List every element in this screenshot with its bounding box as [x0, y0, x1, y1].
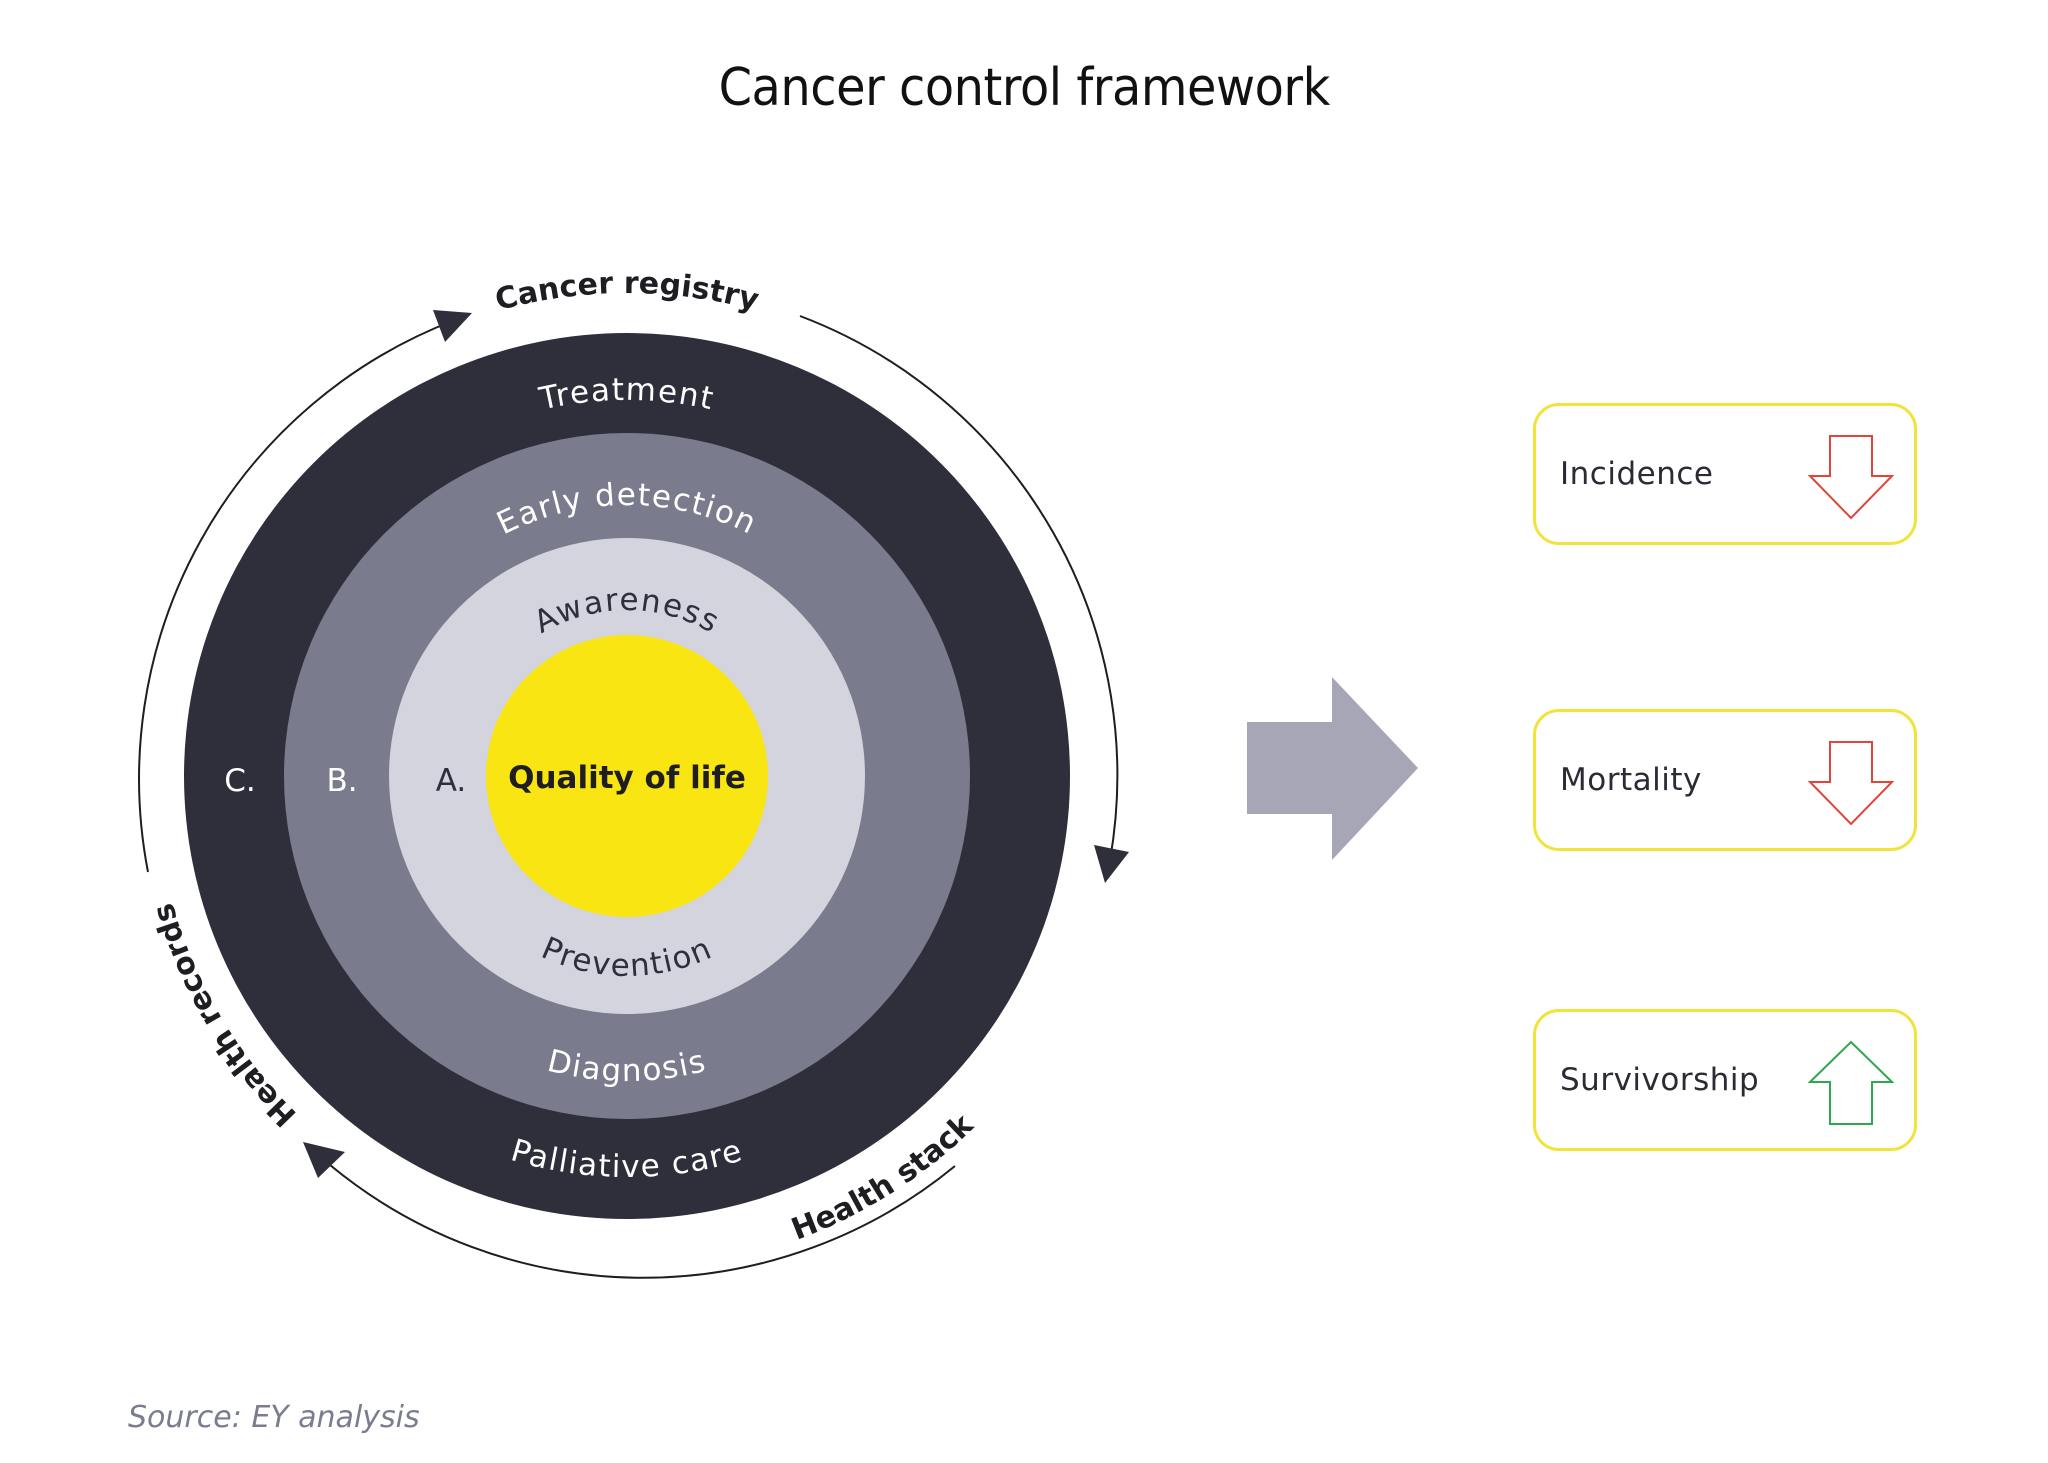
- outcome-survivorship: Survivorship: [1533, 1009, 1917, 1151]
- cycle-top-label: Cancer registry: [492, 266, 763, 318]
- outcome-mortality: Mortality: [1533, 709, 1917, 851]
- cycle-arc-left-top: [138, 319, 456, 873]
- ring-a-letter: A.: [436, 763, 467, 799]
- core-circle: [486, 635, 768, 917]
- core-label: Quality of life: [508, 760, 746, 796]
- cycle-arrowhead-bottom-icon: [303, 1142, 345, 1178]
- cycle-arc-right: [799, 315, 1119, 861]
- arrow-up-outline-icon: [1808, 1040, 1894, 1125]
- arrow-down-outline-icon: [1808, 435, 1894, 520]
- ring-c-letter: C.: [224, 763, 256, 799]
- ring-b-letter: B.: [326, 763, 357, 799]
- process-arrow-icon: [1247, 677, 1418, 860]
- cycle-arc-bottom: [329, 1164, 956, 1279]
- cycle-arrowhead-right-icon: [1094, 845, 1129, 883]
- diagram-title: Cancer control framework: [718, 58, 1331, 118]
- outcome-incidence: Incidence: [1533, 403, 1917, 545]
- arrow-down-outline-icon: [1808, 741, 1894, 826]
- outcome-label: Survivorship: [1560, 1062, 1760, 1098]
- outcome-label: Mortality: [1560, 762, 1702, 798]
- source-note: Source: EY analysis: [128, 1400, 420, 1435]
- cancer-registry-label: Cancer registry: [492, 266, 763, 318]
- cycle-arrows: [138, 315, 1119, 1279]
- cycle-arrowhead-top-icon: [433, 310, 472, 342]
- outcome-label: Incidence: [1560, 456, 1714, 492]
